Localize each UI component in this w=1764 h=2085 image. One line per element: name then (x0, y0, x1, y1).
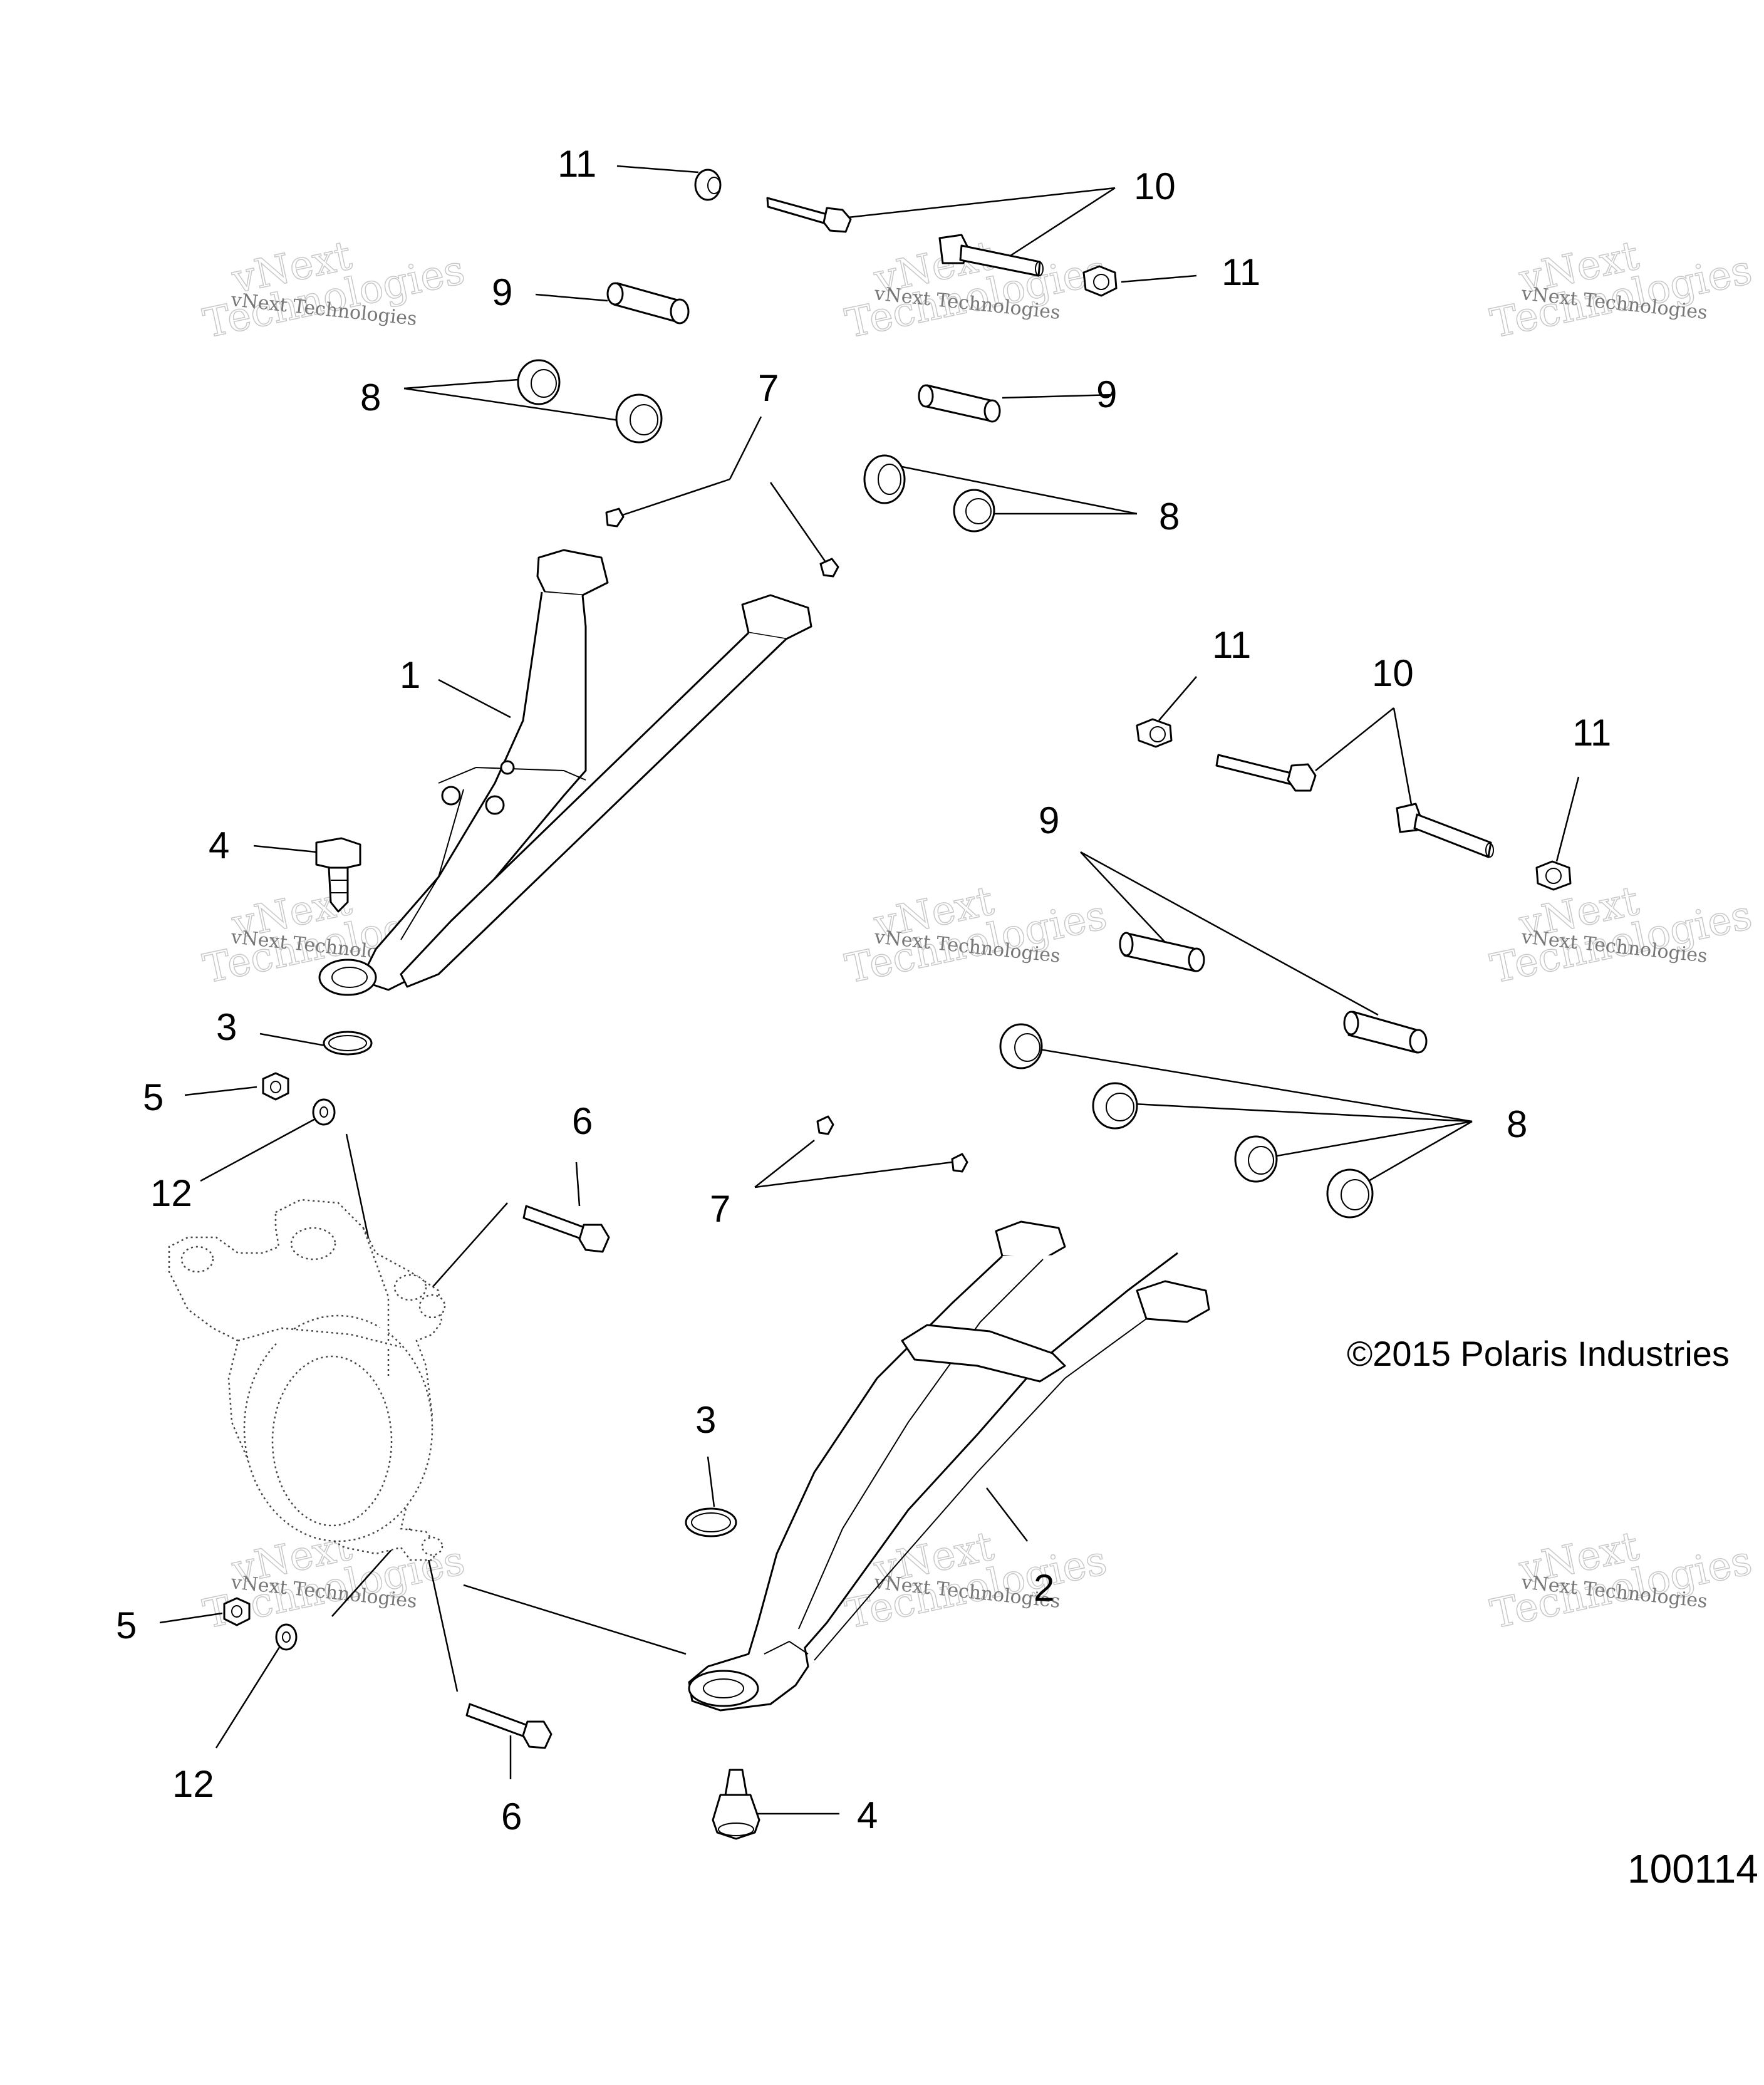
nut-11-middle-left (1136, 718, 1173, 748)
bolt-10-top-left (766, 197, 852, 233)
callout-12: 12 (172, 1763, 214, 1805)
callout-1: 1 (400, 654, 420, 696)
bushing-8-mid-c (1234, 1135, 1278, 1183)
sleeve-9-top-right (918, 384, 1001, 423)
callout-8: 8 (1159, 496, 1180, 538)
snap-ring-3-top (323, 1031, 373, 1056)
callout-9: 9 (1096, 373, 1117, 415)
nut-11-middle-right (1535, 860, 1572, 891)
grease-fitting-7-top-b (819, 558, 839, 578)
watermark-9: Technologies vNext (1486, 1522, 1756, 1638)
bushing-8-top-b (615, 393, 663, 444)
callout-12: 12 (150, 1172, 192, 1214)
bolt-10-top-right (938, 234, 1044, 277)
bushing-8-mid-d (1326, 1168, 1374, 1219)
sleeve-9-middle-right (1343, 1011, 1428, 1054)
watermark-6: Technologies vNext (1486, 877, 1756, 993)
callout-6: 6 (572, 1100, 593, 1142)
callout-4: 4 (857, 1794, 878, 1836)
copyright-text: ©2015 Polaris Industries (1347, 1334, 1730, 1373)
callout-7: 7 (710, 1188, 730, 1230)
washer-12-top (312, 1098, 336, 1126)
callout-11: 11 (1222, 251, 1260, 293)
snap-ring-3-lower (685, 1507, 737, 1537)
callout-11: 11 (558, 143, 596, 185)
nut-5-lower (223, 1597, 251, 1626)
callout-9: 9 (492, 271, 512, 313)
callout-10: 10 (1134, 165, 1176, 207)
watermark-1: Technologies vNext (199, 232, 469, 348)
callout-labels: 11 10 11 9 8 7 9 8 1 11 10 11 4 9 3 5 12… (116, 143, 1611, 1838)
steering-knuckle (168, 1198, 446, 1561)
callout-11: 11 (1572, 712, 1611, 754)
callout-4: 4 (209, 824, 229, 866)
bolt-10-middle-left (1215, 754, 1317, 792)
callout-9: 9 (1039, 799, 1059, 841)
nut-5-top (262, 1072, 289, 1101)
bushing-8-mid-b (1092, 1082, 1138, 1130)
watermark-2: Technologies vNext (841, 232, 1111, 348)
callout-5: 5 (116, 1604, 137, 1646)
callout-8: 8 (1507, 1103, 1527, 1145)
grease-fitting-7-lower-b (951, 1153, 968, 1173)
bushing-8-top-d (953, 489, 995, 533)
sleeve-9-top-left (606, 282, 690, 325)
callout-5: 5 (143, 1076, 163, 1118)
upper-a-arm (318, 549, 812, 996)
lower-a-arm (688, 1220, 1210, 1712)
watermark-3: Technologies vNext (1486, 232, 1756, 348)
nut-11-top-right (1082, 265, 1118, 297)
callout-7: 7 (758, 367, 779, 409)
callout-2: 2 (1034, 1567, 1054, 1609)
callout-10: 10 (1372, 652, 1414, 694)
callout-3: 3 (216, 1006, 237, 1048)
ball-joint-4-lower (712, 1769, 760, 1840)
callout-8: 8 (360, 377, 381, 419)
washer-12-lower (275, 1623, 298, 1651)
ball-joint-4-top (315, 837, 361, 913)
grease-fitting-7-lower-a (816, 1115, 834, 1135)
bolt-6-lower (465, 1703, 553, 1749)
bushing-8-top-a (517, 359, 561, 405)
watermark-5: Technologies vNext (841, 877, 1111, 993)
bolt-10-middle-right (1396, 803, 1494, 858)
figure-number: 100114 (1627, 1846, 1758, 1891)
bolt-6-top (522, 1205, 610, 1253)
bushing-8-top-c (863, 454, 906, 504)
callout-11: 11 (1212, 624, 1251, 666)
grease-fitting-7-top-a (605, 507, 625, 528)
bushing-8-mid-a (999, 1023, 1043, 1069)
callout-6: 6 (501, 1796, 522, 1838)
bearing-nut-11-top-left (694, 169, 722, 201)
callout-3: 3 (695, 1399, 716, 1441)
sleeve-9-middle-left (1119, 932, 1205, 972)
